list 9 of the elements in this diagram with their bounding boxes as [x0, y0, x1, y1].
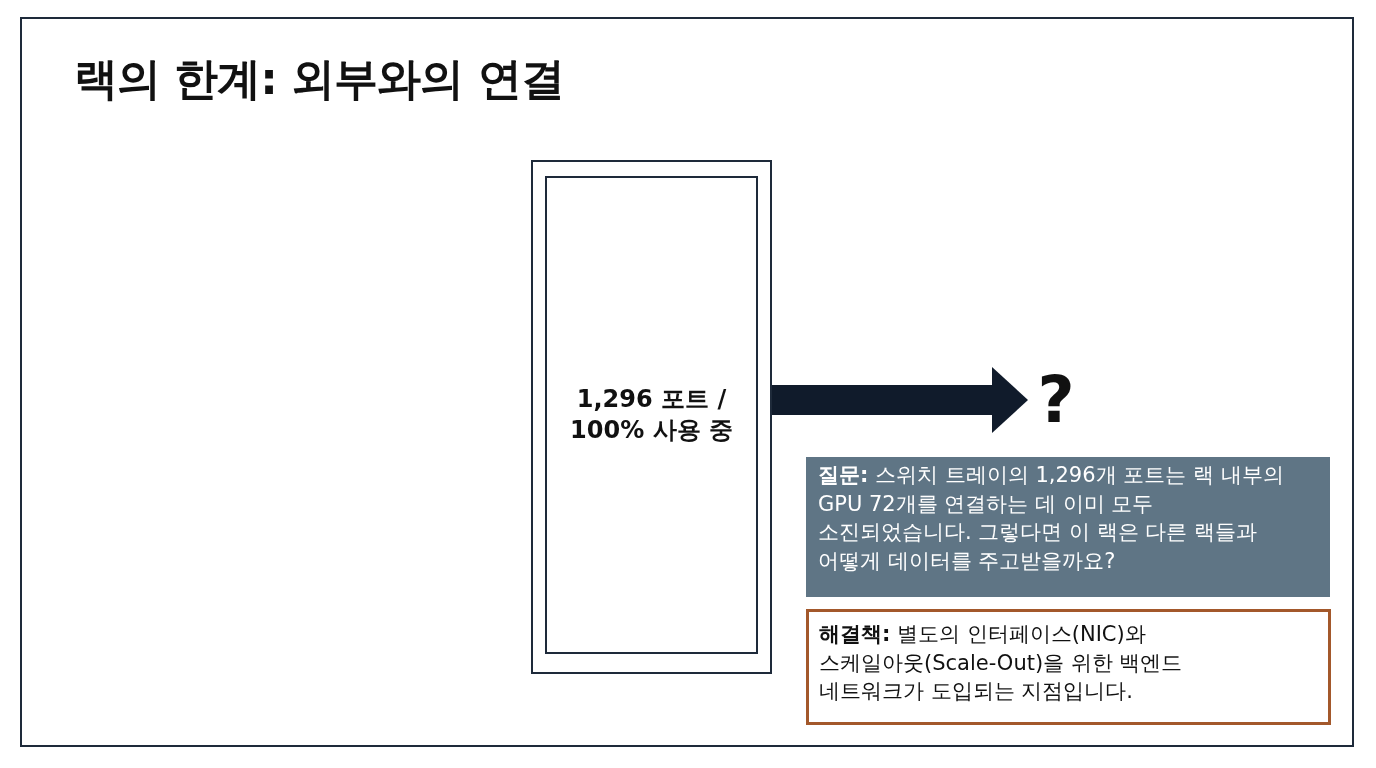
rack-outline — [531, 160, 772, 674]
port-usage-text: 1,296 포트 / 100% 사용 중 — [569, 383, 734, 446]
question-callout — [806, 457, 1330, 597]
solution-text: 해결책: 별도의 인터페이스(NIC)와 스케일아웃(Scale-Out)을 위한 백엔드 네트워크가 도입되는 지점입니다. — [819, 621, 1184, 706]
slide-title: 랙의 한계: 외부와의 연결 — [74, 52, 564, 106]
switch-tray-box — [545, 176, 758, 654]
solution-callout — [806, 609, 1331, 725]
question-text: 질문: 스위치 트레이의 1,296개 포트는 랙 내부의 GPU 72개를 연결하는 데 이미 모두 소진되었습니다. 그렇다면 이 랙은 다른 랙들과 어떻게 데이터를 주고받을까요? — [818, 462, 1285, 575]
question-mark: ? — [1028, 360, 1084, 440]
